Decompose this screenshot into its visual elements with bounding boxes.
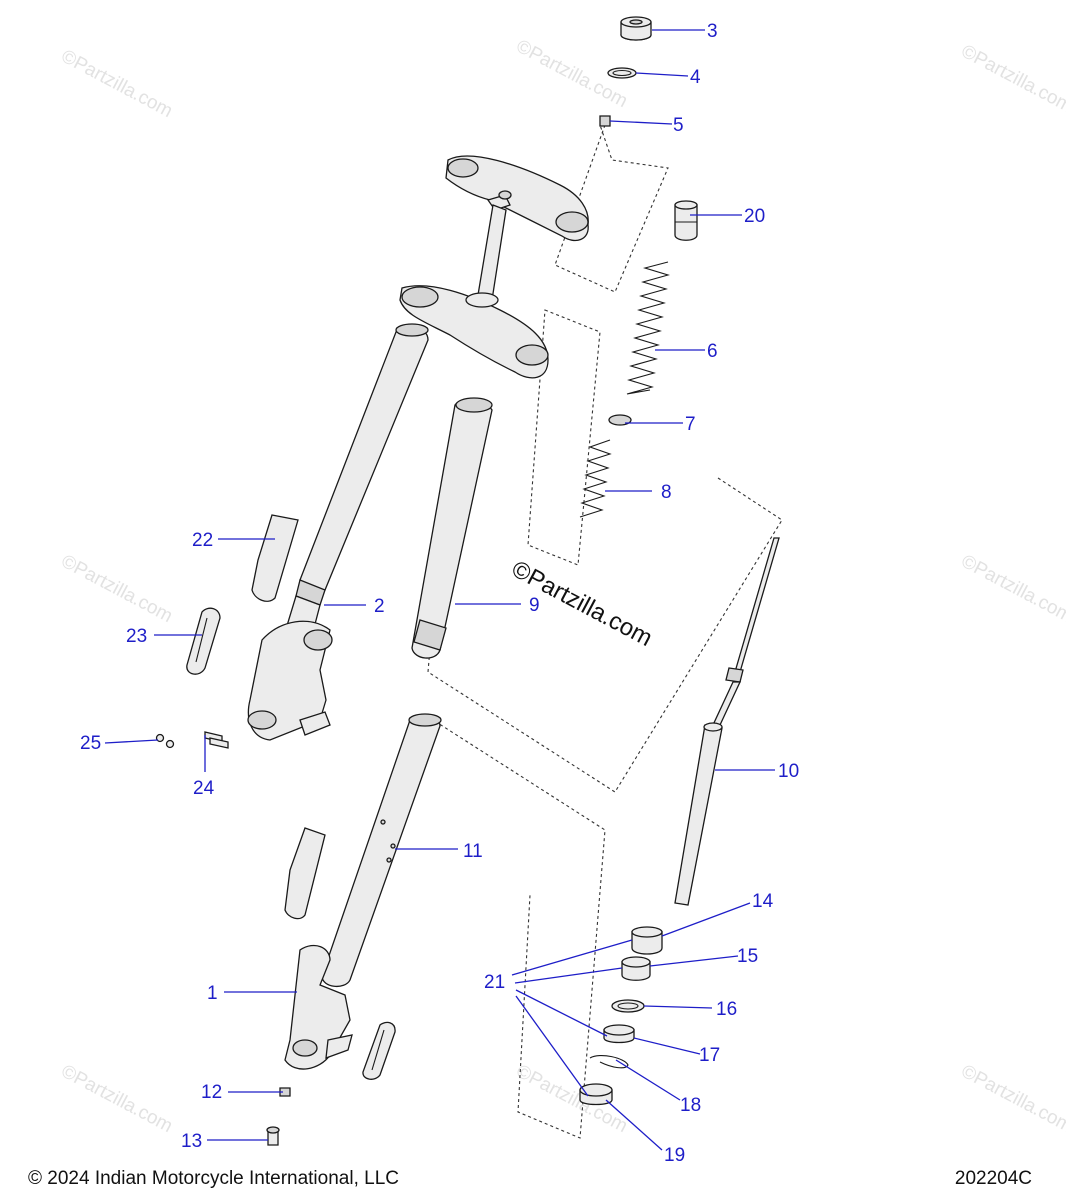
part-axle-bolt [266,1126,280,1146]
callout-13[interactable]: 13 [181,1131,202,1152]
callout-24[interactable]: 24 [193,778,215,799]
guide-line-lower [429,717,606,1139]
watermark-bottom-left: ©Partzilla.com [58,1061,176,1137]
part-reflector-upper [186,607,221,675]
part-dust-seal [579,1083,613,1106]
callout-4[interactable]: 4 [690,67,701,88]
callout-21[interactable]: 21 [484,972,505,993]
watermark-mid-left: ©Partzilla.com [58,551,176,627]
part-o-ring [607,67,637,79]
callout-18[interactable]: 18 [680,1095,701,1116]
part-bushing-lower [621,956,651,981]
part-upper-triple-clamp [445,155,589,242]
watermark-mid-right: ©Partzilla.com [958,551,1066,627]
part-cap-nut [620,16,652,41]
part-steering-stem [477,204,507,301]
part-washer [611,999,645,1013]
part-fork-lower-slider [284,944,353,1070]
part-fork-guard-lower [284,827,326,920]
watermark-top-left: ©Partzilla.com [58,46,176,122]
callout-labels: 3 4 5 20 6 7 8 22 2 9 23 25 10 24 11 14 … [80,21,799,1166]
watermark-bottom-right: ©Partzilla.com [958,1061,1066,1137]
callout-22[interactable]: 22 [192,530,213,551]
leader-lines [104,29,775,1151]
part-screws-plugs [155,731,229,749]
callout-6[interactable]: 6 [707,341,718,362]
watermark-bottom-center: ©Partzilla.com [513,1061,631,1137]
part-retaining-clip [589,1055,629,1069]
part-lower-triple-clamp [399,285,549,379]
part-reflector-lower [362,1021,396,1080]
part-left-fork-outer-tube [247,323,429,741]
callout-7[interactable]: 7 [685,414,696,435]
guide-line-damper [427,477,783,793]
part-bushing-upper [631,926,663,955]
copyright-notice: © 2024 Indian Motorcycle International, … [28,1168,399,1189]
callout-12[interactable]: 12 [201,1082,222,1103]
callout-17[interactable]: 17 [699,1045,720,1066]
callout-14[interactable]: 14 [752,891,774,912]
part-inner-fork-tube [321,713,442,987]
callout-3[interactable]: 3 [707,21,718,42]
part-preload-adjuster [674,200,698,241]
callout-19[interactable]: 19 [664,1145,685,1166]
callout-15[interactable]: 15 [737,946,758,967]
callout-20[interactable]: 20 [744,206,765,227]
part-fork-spring-secondary [579,439,612,518]
callout-5[interactable]: 5 [673,115,684,136]
part-oil-seal [603,1024,635,1044]
part-right-fork-outer-tube [411,397,493,659]
callout-2[interactable]: 2 [374,596,385,617]
callout-11[interactable]: 11 [463,841,483,862]
part-damper-cartridge [674,537,780,906]
assembly-guide-lines [427,124,783,1139]
diagram-id: 202204C [954,1168,1032,1189]
part-bleed-screw [279,1087,291,1097]
part-fork-guard-upper [251,514,299,602]
part-fork-spring-main [626,261,670,395]
callout-23[interactable]: 23 [126,626,147,647]
callout-25[interactable]: 25 [80,733,101,754]
watermark-top-right: ©Partzilla.com [958,41,1066,117]
callout-10[interactable]: 10 [778,761,799,782]
callout-9[interactable]: 9 [529,595,540,616]
callout-16[interactable]: 16 [716,999,737,1020]
callout-1[interactable]: 1 [207,983,218,1004]
callout-8[interactable]: 8 [661,482,672,503]
part-small-nut [599,115,611,127]
